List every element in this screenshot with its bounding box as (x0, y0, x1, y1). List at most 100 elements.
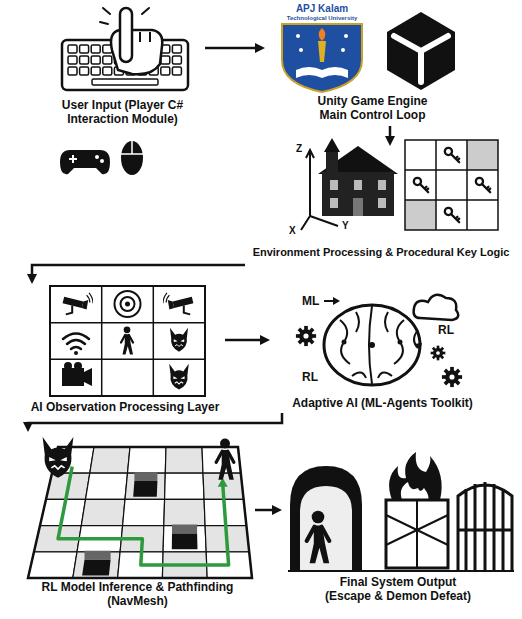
brain-icon (431, 346, 446, 361)
key-cap (68, 67, 77, 75)
board-cell (165, 473, 205, 499)
observation-grid (50, 286, 205, 396)
key-cap (172, 45, 181, 53)
board-cell (164, 499, 205, 525)
brain-icon (333, 297, 340, 305)
observation-grid (62, 368, 92, 386)
escape-scene (290, 466, 362, 570)
observation-grid (63, 334, 89, 350)
node-caption: Final System Output (Escape & Demon Defe… (323, 575, 473, 604)
caption-block: RL Model Inference & Pathfinding (NavMes… (38, 580, 238, 609)
obstacle-box (172, 534, 198, 550)
key-cap (91, 45, 100, 53)
key-cap (80, 45, 89, 53)
brain-icon (324, 305, 420, 385)
component-node: RL Model Inference & Pathfinding (NavMes… (20, 432, 255, 614)
engine-logo (387, 12, 455, 90)
arrow-line (32, 265, 245, 276)
escape-scene (386, 500, 448, 568)
university-crest (341, 48, 345, 52)
node-caption: RL Model Inference & Pathfinding (NavMes… (38, 580, 238, 609)
observation-grid (63, 293, 93, 315)
caption-block: Environment Processing & Procedural Key … (248, 246, 514, 259)
node-caption: Unity Game Engine Main Control Loop (308, 94, 438, 123)
engine-logo (387, 12, 455, 90)
node-caption: Environment Processing & Procedural Key … (248, 246, 514, 259)
figure-label: Technological University (287, 15, 358, 21)
figure-label: RL (302, 371, 318, 383)
brain-icon (369, 342, 375, 348)
figure-label: X (289, 226, 296, 236)
figure-label: Z (296, 144, 302, 154)
engine-logo (394, 36, 448, 82)
escape-scene (300, 486, 352, 570)
university-crest (296, 34, 300, 38)
mansion-icon (326, 150, 338, 174)
observation-grid (169, 364, 189, 390)
gamepad-mouse-icon (100, 159, 104, 163)
figure-label: ML (302, 295, 319, 307)
brain-icon (342, 340, 347, 345)
mansion-icon (353, 198, 363, 216)
key-cap (103, 67, 112, 75)
university-crest (344, 34, 348, 38)
escape-scene (389, 452, 442, 500)
brain-icon (296, 326, 316, 346)
observation-grid (74, 351, 78, 355)
node-caption: AI Observation Processing Layer (27, 400, 223, 414)
brain-icon (398, 340, 403, 345)
gamepad-mouse-icon (60, 141, 143, 175)
mansion-icon (330, 198, 338, 208)
brain-icon (414, 343, 422, 350)
escape-scene (288, 570, 514, 572)
figure-label: RL (438, 324, 454, 336)
obstacle-box (82, 560, 111, 576)
obstacle-top (172, 525, 197, 534)
mansion-icon (354, 180, 362, 190)
keyboard-hand-icon (62, 8, 188, 90)
keyboard-hand-icon (100, 8, 149, 24)
university-crest (282, 24, 362, 92)
obstacle-top (85, 551, 111, 560)
arrow-line (255, 509, 274, 512)
key-cap (80, 67, 89, 75)
observation-grid (121, 297, 135, 311)
component-node: Environment Processing & Procedural Key … (245, 146, 517, 270)
university-crest (299, 48, 303, 52)
gamepad-mouse-icon (121, 141, 143, 175)
caption-block: AI Observation Processing Layer (27, 400, 223, 414)
board-cell (81, 499, 125, 525)
flow-arrow (205, 43, 265, 53)
flow-arrow (23, 413, 282, 432)
board-cell (90, 447, 130, 473)
observation-grid (115, 291, 141, 317)
key-cap (161, 56, 170, 64)
key-cap (172, 56, 181, 64)
arrow-line (205, 47, 257, 50)
university-crest (319, 28, 326, 41)
escape-scene (307, 511, 329, 564)
mansion-icon (301, 150, 338, 230)
mansion-icon (378, 198, 386, 208)
figure-label: APJ Kalam (296, 4, 348, 14)
key-cap (161, 67, 170, 75)
key-grid (445, 148, 459, 162)
observation-grid (163, 293, 193, 315)
board-cell (86, 473, 128, 499)
key-grid (414, 178, 428, 192)
escape-scene (458, 482, 512, 570)
key-cap (103, 56, 112, 64)
arrow-line (28, 413, 282, 424)
node-caption: Adaptive AI (ML-Agents Toolkit) (275, 396, 490, 410)
component-node: User Input (Player C# Interaction Module… (40, 4, 205, 180)
component-node: AI Observation Processing Layer (25, 284, 225, 417)
keyboard-hand-icon (120, 8, 132, 62)
mansion-icon (301, 138, 398, 230)
key-cap (172, 67, 181, 75)
key-cap (91, 67, 100, 75)
mansion-icon (330, 180, 338, 190)
university-crest (318, 41, 326, 62)
flow-arrow (385, 126, 395, 146)
